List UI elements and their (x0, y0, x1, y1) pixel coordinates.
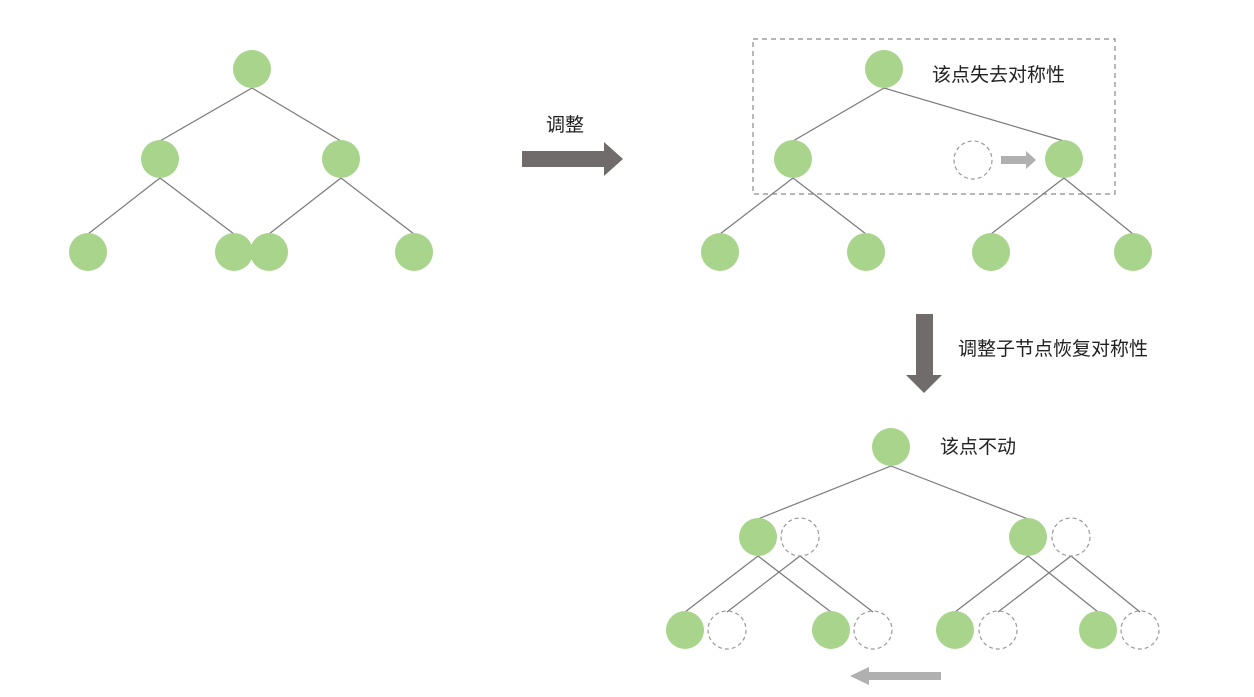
tree-asymmetric: 该点失去对称性 (701, 38, 1152, 271)
tree-node (1009, 518, 1047, 556)
tree-node-root (233, 50, 271, 88)
tree-edge (251, 87, 342, 142)
ghost-node (1051, 517, 1091, 557)
ghost-edge (1070, 555, 1141, 613)
tree-node (739, 518, 777, 556)
tree-node-moved (1045, 140, 1083, 178)
adjust-label: 调整 (546, 114, 584, 136)
tree-node (322, 140, 360, 178)
tree-edge (792, 177, 867, 235)
arrow-down-icon (906, 314, 942, 393)
tree-edge (1027, 555, 1099, 613)
tree-edge (883, 87, 1065, 142)
tree-edge (757, 555, 832, 613)
ghost-edge (997, 555, 1072, 613)
tree-edge (684, 555, 759, 613)
asymmetry-highlight-box (752, 38, 1116, 195)
tree-edge (890, 465, 1029, 520)
tree-node-leaf (215, 233, 253, 271)
tree-node-leaf (1114, 233, 1152, 271)
tree-node-leaf (69, 233, 107, 271)
tree-edge (757, 465, 892, 520)
tree-node-leaf (250, 233, 288, 271)
tree-node-leaf (666, 611, 704, 649)
tree-node-leaf (972, 233, 1010, 271)
tree-node-leaf (395, 233, 433, 271)
loses-symmetry-label: 该点失去对称性 (932, 64, 1065, 86)
tree-edge (990, 177, 1065, 235)
tree-edge (268, 177, 342, 235)
tree-node-leaf (847, 233, 885, 271)
tree-node-root (865, 50, 903, 88)
ghost-node (780, 517, 820, 557)
tree-original (69, 50, 433, 271)
small-arrow-right-icon (1001, 151, 1036, 169)
adjust-step: 调整 (522, 114, 623, 176)
tree-edge (954, 555, 1029, 613)
adjust-children-label: 调整子节点恢复对称性 (958, 338, 1148, 360)
node-unchanged-label: 该点不动 (940, 436, 1016, 458)
ghost-edge (726, 555, 801, 613)
ghost-node-leaf (1120, 610, 1160, 650)
tree-edge (340, 177, 415, 235)
tree-node-root (872, 428, 910, 466)
arrow-right-icon (522, 142, 623, 176)
tree-edge (159, 177, 235, 235)
tree-node-leaf (1079, 611, 1117, 649)
tree-node-leaf (812, 611, 850, 649)
tree-edge (719, 177, 794, 235)
tree-edge (1063, 177, 1134, 235)
ghost-node-leaf (978, 610, 1018, 650)
ghost-edge (799, 555, 874, 613)
ghost-node-original-position (953, 140, 993, 180)
tree-edge (87, 177, 161, 235)
tree-node (774, 140, 812, 178)
tree-node-leaf (701, 233, 739, 271)
tree-edge (159, 87, 253, 142)
tree-restored: 该点不动 (666, 428, 1160, 685)
adjust-children-step: 调整子节点恢复对称性 (906, 314, 1148, 393)
tree-node (141, 140, 179, 178)
arrow-left-icon (850, 667, 941, 685)
ghost-node-leaf (853, 610, 893, 650)
tree-edge (792, 87, 885, 142)
ghost-node-leaf (707, 610, 747, 650)
tree-node-leaf (936, 611, 974, 649)
